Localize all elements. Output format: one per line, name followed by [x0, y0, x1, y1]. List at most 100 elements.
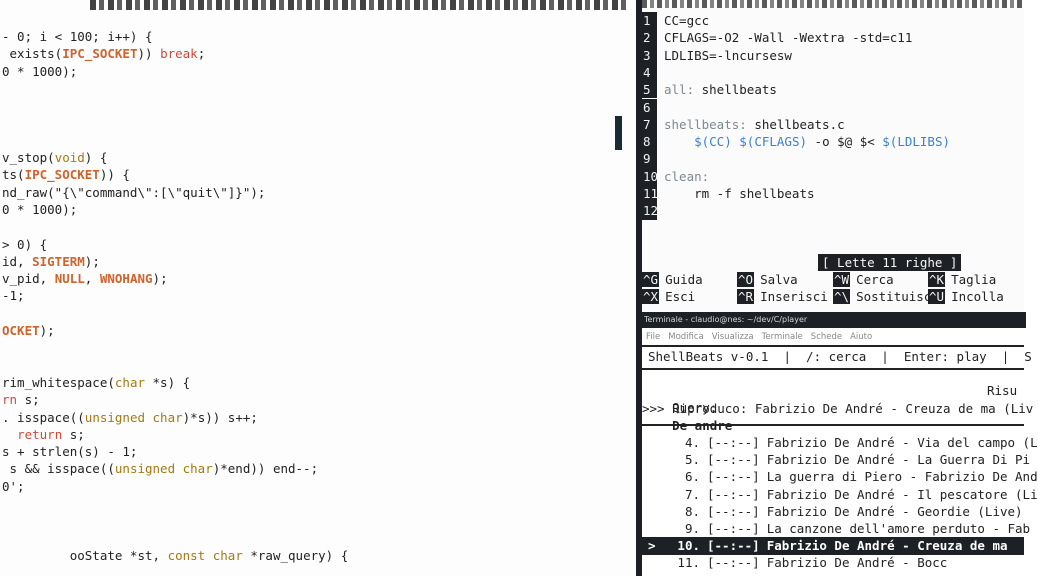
code-area[interactable]: - 0; i < 100; i++) { exists(IPC_SOCKET))… [0, 28, 636, 564]
track-row[interactable]: 8.[--:--]Fabrizio De André - Geordie (Li… [642, 503, 1023, 520]
code-line[interactable]: s && isspace((unsigned char)*end)) end--… [0, 460, 636, 477]
code-line[interactable] [0, 512, 636, 529]
code-line[interactable] [0, 132, 636, 149]
code-line[interactable]: ts(IPC_SOCKET)) { [0, 166, 636, 183]
code-token: . isspace(( [2, 409, 85, 425]
makefile-token: $(CC) [694, 134, 732, 150]
code-line[interactable]: ooState *st, const char *raw_query) { [0, 547, 636, 564]
shortcut-sostituisc[interactable]: ^\Sostituisc [833, 288, 931, 305]
code-line[interactable]: v_pid, NULL, WNOHANG); [0, 270, 636, 287]
menu-item-schede[interactable]: Schede [810, 332, 843, 342]
code-line[interactable]: nd_raw("{\"command\":[\"quit\"]}"); [0, 184, 636, 201]
code-line[interactable]: 0 * 1000); [0, 63, 636, 80]
code-token: *s) { [145, 374, 191, 390]
code-token: nd_raw("{\"command\":[\"quit\"]}"); [2, 184, 266, 200]
code-token: char [212, 547, 243, 563]
track-row[interactable]: 11.[--:--]Fabrizio De André - Bocc [642, 554, 947, 571]
code-token: *raw_query) { [242, 547, 349, 563]
makefile-token: CFLAGS=-O2 -Wall -Wextra -std=c11 [664, 30, 913, 46]
code-line[interactable] [0, 339, 636, 356]
track-row[interactable]: 9.[--:--]La canzone dell'amore perduto -… [642, 520, 1030, 537]
code-line[interactable] [0, 114, 636, 131]
code-line[interactable]: OCKET); [0, 322, 636, 339]
code-line[interactable]: - 0; i < 100; i++) { [0, 28, 636, 45]
track-row[interactable]: 5.[--:--]Fabrizio De André - La Guerra D… [642, 451, 1030, 468]
makefile-line[interactable]: 8 $(CC) $(CFLAGS) -o $@ $< $(LDLIBS) [642, 133, 950, 151]
code-editor-pane[interactable]: - 0; i < 100; i++) { exists(IPC_SOCKET))… [0, 0, 636, 576]
track-row[interactable]: 4.[--:--]Fabrizio De André - Via del cam… [642, 434, 1038, 451]
line-number: 8 [642, 133, 657, 151]
shortcut-key: ^W [833, 272, 851, 287]
menu-item-file[interactable]: File [646, 332, 661, 342]
track-number: 4. [684, 435, 700, 450]
track-title: Fabrizio De André - Bocc [766, 555, 948, 571]
code-line[interactable]: rim_whitespace(char *s) { [0, 374, 636, 391]
code-token: ts( [2, 167, 25, 183]
code-line[interactable]: > 0) { [0, 236, 636, 253]
track-row[interactable]: 6.[--:--]La guerra di Piero - Fabrizio D… [642, 468, 1038, 485]
code-line[interactable]: return s; [0, 426, 636, 443]
terminal-window[interactable]: Terminale - claudio@nes: ~/dev/C/player … [642, 312, 1038, 576]
text-cursor [615, 116, 622, 150]
code-line[interactable] [0, 218, 636, 235]
makefile-line[interactable]: 4 [642, 63, 664, 82]
makefile-token: $(CFLAGS) [739, 134, 808, 150]
code-line[interactable]: rn s; [0, 391, 636, 408]
code-line[interactable]: s + strlen(s) - 1; [0, 443, 636, 460]
code-line[interactable] [0, 97, 636, 114]
selection-marker [642, 434, 672, 451]
line-number: 2 [642, 29, 657, 47]
code-line[interactable]: id, SIGTERM); [0, 253, 636, 270]
makefile-line[interactable]: 9 [642, 150, 664, 168]
pane-divider[interactable] [636, 0, 642, 576]
menu-item-visualizza[interactable]: Visualizza [711, 332, 754, 342]
code-line[interactable]: exists(IPC_SOCKET)) break; [0, 45, 636, 62]
code-token: IPC_SOCKET [62, 46, 138, 62]
code-token: - 0; i < 100; i++) { [2, 29, 153, 44]
code-line[interactable] [0, 495, 636, 512]
makefile-line[interactable]: 6 [642, 98, 664, 116]
code-line[interactable]: 0 * 1000); [0, 201, 636, 218]
line-number: 7 [642, 115, 657, 134]
code-token [2, 427, 17, 442]
code-line[interactable] [0, 530, 636, 547]
track-title: Fabrizio De André - La Guerra Di Pi [766, 452, 1031, 468]
code-line[interactable] [0, 80, 636, 97]
makefile-line[interactable]: 11 rm -f shellbeats [642, 185, 815, 203]
code-line[interactable] [0, 305, 636, 322]
menu-item-terminale[interactable]: Terminale [761, 332, 803, 342]
selection-marker [642, 468, 672, 485]
code-line[interactable]: -1; [0, 287, 636, 304]
track-row[interactable]: 7.[--:--]Fabrizio De André - Il pescator… [642, 486, 1038, 503]
menu-item-modifica[interactable]: Modifica [668, 332, 704, 342]
makefile-line[interactable]: 2 CFLAGS=-O2 -Wall -Wextra -std=c11 [642, 29, 913, 47]
makefile-token: -o $@ $< [807, 134, 883, 150]
code-line[interactable]: 0'; [0, 478, 636, 495]
code-line[interactable] [0, 357, 636, 374]
line-number: 5 [642, 81, 657, 99]
code-token: )*s)) s++; [182, 409, 258, 425]
menu-item-aiuto[interactable]: Aiuto [850, 332, 873, 342]
selection-marker [642, 503, 672, 520]
code-token: break [160, 46, 198, 62]
track-row[interactable]: >10.[--:--]Fabrizio De André - Creuza de… [642, 537, 1008, 554]
makefile-line[interactable]: 12 [642, 202, 664, 220]
line-number: 12 [642, 202, 659, 220]
code-line[interactable]: v_stop(void) { [0, 149, 636, 166]
code-line[interactable]: . isspace((unsigned char)*s)) s++; [0, 409, 636, 426]
code-token: rim_whitespace( [2, 374, 115, 390]
shortcut-label: Inserisci [760, 289, 828, 304]
